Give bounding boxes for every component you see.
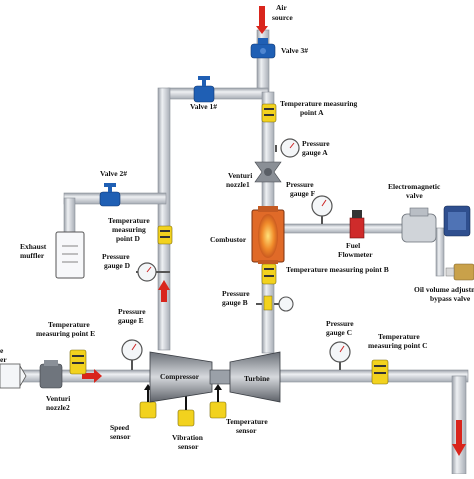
label-em-valve-2: valve <box>406 191 423 200</box>
label-vib-1: Vibration <box>172 433 204 442</box>
label-temp-b: Temperature measuring point B <box>286 265 389 274</box>
temperature-point-a <box>261 103 277 123</box>
temperature-sensor-unit <box>209 401 227 419</box>
label-pg-e-1: Pressure <box>118 307 146 316</box>
labels: Air source Valve 3# Valve 1# Temperature… <box>0 3 474 451</box>
label-left-edge-1: e <box>0 346 4 355</box>
pipe-oil-drop <box>435 227 445 277</box>
label-left-edge-2: er <box>0 355 7 364</box>
combustor-chamber <box>251 206 285 264</box>
pressure-gauge-a <box>275 138 300 158</box>
label-temp-d-1: Temperature <box>108 216 150 225</box>
label-air-source-2: source <box>272 13 293 22</box>
pressure-gauge-f <box>311 195 333 224</box>
label-pg-a-2: gauge A <box>302 148 328 157</box>
temperature-point-c <box>371 359 389 385</box>
shaft <box>209 369 233 385</box>
label-pg-f-2: gauge F <box>290 189 316 198</box>
label-oil-1: Oil volume adjustm <box>414 285 474 294</box>
outlet-flow-arrow-head <box>452 444 466 456</box>
air-inflow-arrow <box>259 6 265 28</box>
valve-3[interactable] <box>250 38 276 59</box>
label-pg-b-2: gauge B <box>222 298 248 307</box>
label-venturi1-1: Venturi <box>228 171 252 180</box>
pressure-gauge-e <box>121 339 143 370</box>
label-temp-a-1: Temperature measuring <box>280 99 358 108</box>
temperature-point-b <box>261 263 277 285</box>
label-pg-d-2: gauge D <box>104 261 131 270</box>
valve-1[interactable] <box>193 76 215 103</box>
label-pg-e-2: gauge E <box>118 316 144 325</box>
speed-sensor-unit <box>139 401 157 419</box>
label-temp-e-1: Temperature <box>48 320 90 329</box>
venturi-nozzle-1 <box>254 161 282 183</box>
pressure-gauge-b <box>256 295 294 312</box>
label-venturi1-2: nozzle1 <box>226 180 250 189</box>
air-inflow-arrow-head <box>256 26 268 34</box>
inlet-flow-arrow-head <box>94 369 102 383</box>
label-oil-2: bypass valve <box>430 294 471 303</box>
label-speed-1: Speed <box>110 423 130 432</box>
label-venturi2-1: Venturi <box>46 394 70 403</box>
label-temp-c-2: measuring point C <box>368 341 428 350</box>
label-em-valve-1: Electromagnetic <box>388 182 441 191</box>
label-pg-a-1: Pressure <box>302 139 330 148</box>
valve-2[interactable] <box>99 183 121 207</box>
fuel-flowmeter <box>349 210 365 239</box>
outlet-flow-arrow <box>456 420 462 446</box>
label-fuel-2: Flowmeter <box>338 250 373 259</box>
label-pg-c-2: gauge C <box>326 328 352 337</box>
label-pg-c-1: Pressure <box>326 319 354 328</box>
label-valve1: Valve 1# <box>190 102 217 111</box>
label-temp-a-2: point A <box>300 108 324 117</box>
exhaust-muffler <box>55 231 85 279</box>
label-exhaust-1: Exhaust <box>20 242 47 251</box>
pressure-gauge-d <box>136 262 170 282</box>
temperature-point-e <box>69 349 87 375</box>
label-temp-d-3: point D <box>116 234 141 243</box>
temperature-point-d <box>157 225 173 245</box>
label-air-source-1: Air <box>276 3 288 12</box>
label-valve3: Valve 3# <box>281 46 308 55</box>
label-speed-2: sensor <box>110 432 131 441</box>
label-ts-2: sensor <box>236 426 257 435</box>
electromagnetic-valve[interactable] <box>401 205 471 243</box>
label-compressor: Compressor <box>160 372 200 381</box>
bleed-flow-arrow-head <box>158 280 170 290</box>
label-turbine: Turbine <box>244 374 270 383</box>
oil-bypass-valve[interactable] <box>445 263 474 281</box>
label-pg-d-1: Pressure <box>102 252 130 261</box>
air-filter <box>0 363 27 389</box>
pressure-gauge-c <box>329 341 351 370</box>
label-pg-f-1: Pressure <box>286 180 314 189</box>
venturi-nozzle-2 <box>39 360 63 389</box>
pipe-muffler-drop <box>63 197 76 233</box>
label-temp-e-2: measuring point E <box>36 329 95 338</box>
pipe-outlet-horizontal <box>269 369 469 383</box>
vibration-sensor-unit <box>177 409 195 427</box>
compressor-body <box>149 351 213 403</box>
label-fuel-1: Fuel <box>346 241 360 250</box>
label-valve2: Valve 2# <box>100 169 127 178</box>
pipe-bleed-vertical <box>157 87 171 351</box>
label-combustor: Combustor <box>210 235 247 244</box>
inlet-flow-arrow <box>82 373 94 379</box>
flow-arrows <box>82 6 466 456</box>
label-temp-d-2: measuring <box>112 225 146 234</box>
label-ts-1: Temperature <box>226 417 268 426</box>
bleed-flow-arrow <box>161 288 167 302</box>
label-temp-c-1: Temperature <box>378 332 420 341</box>
turbine-body <box>229 351 281 403</box>
label-pg-b-1: Pressure <box>222 289 250 298</box>
label-venturi2-2: nozzle2 <box>46 403 70 412</box>
pipe-valve1-horizontal <box>167 87 269 100</box>
label-vib-2: sensor <box>178 442 199 451</box>
label-exhaust-2: muffler <box>20 251 45 260</box>
